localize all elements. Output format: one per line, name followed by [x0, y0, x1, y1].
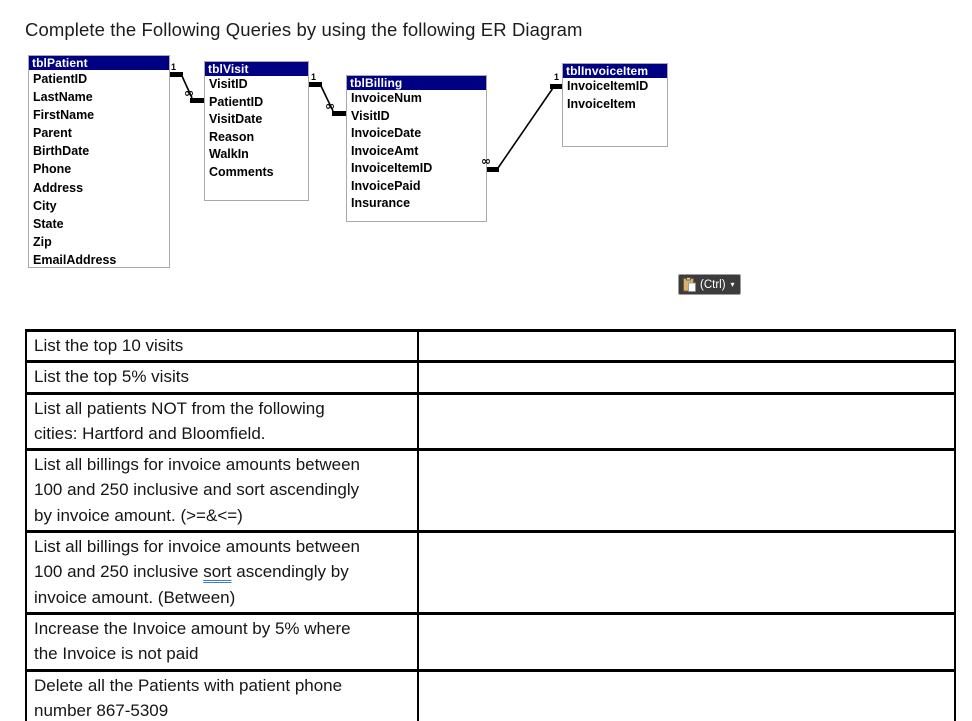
- paste-options-button[interactable]: (Ctrl) ▾: [678, 274, 741, 295]
- table-row: List the top 10 visits: [25, 328, 956, 364]
- query-text-cell[interactable]: List all patients NOT from the following…: [25, 391, 419, 452]
- many-end-bar: [190, 98, 204, 103]
- one-cardinality-label: 1: [171, 62, 176, 72]
- query-text-part: ascendingly by invoice amount. (Between): [34, 562, 349, 607]
- page-title: Complete the Following Queries by using …: [25, 19, 583, 40]
- relationship-line: [320, 85, 334, 112]
- er-field: InvoiceAmt: [351, 143, 419, 158]
- er-field: State: [33, 216, 64, 231]
- query-text-part: List all billings for invoice amounts be…: [34, 537, 361, 582]
- table-row: Increase the Invoice amount by 5% where …: [25, 611, 956, 672]
- query-text-cell[interactable]: List all billings for invoice amounts be…: [25, 530, 419, 615]
- paste-button-label: (Ctrl): [700, 278, 726, 291]
- one-end-bar: [170, 72, 183, 77]
- grammar-underlined-word: sort: [203, 562, 232, 582]
- query-text-cell[interactable]: List the top 5% visits: [25, 360, 419, 395]
- er-field: Comments: [209, 164, 274, 179]
- er-field: VisitID: [351, 108, 390, 123]
- queries-table: List the top 10 visits List the top 5% v…: [25, 328, 956, 721]
- er-field: City: [33, 198, 57, 213]
- table-row: Delete all the Patients with patient pho…: [25, 668, 956, 721]
- er-field: Insurance: [351, 196, 411, 210]
- relationship-line: [181, 75, 193, 99]
- many-cardinality-label: ∞: [325, 99, 335, 113]
- er-field: Parent: [33, 126, 72, 141]
- many-cardinality-label: ∞: [184, 86, 194, 100]
- er-table-tblvisit: tblVisit VisitID PatientID VisitDate Rea…: [204, 61, 309, 201]
- er-field: InvoiceItemID: [567, 79, 649, 93]
- er-table-header: tblInvoiceItem: [563, 64, 667, 78]
- er-field: VisitDate: [209, 112, 263, 126]
- er-table-header: tblBilling: [347, 76, 486, 90]
- one-end-bar: [550, 84, 562, 89]
- answer-cell[interactable]: [417, 328, 956, 364]
- relationship-invoiceitem-billing: ∞ 1: [481, 72, 562, 172]
- table-row: List all billings for invoice amounts be…: [25, 448, 956, 534]
- er-field: VisitID: [209, 77, 248, 91]
- clipboard-icon: [683, 277, 696, 292]
- many-end-bar: [487, 167, 499, 172]
- er-field: WalkIn: [209, 147, 249, 161]
- answer-cell[interactable]: [417, 448, 956, 534]
- query-text-cell[interactable]: List all billings for invoice amounts be…: [25, 448, 419, 534]
- er-table-tblbilling: tblBilling InvoiceNum VisitID InvoiceDat…: [346, 75, 487, 222]
- er-field: InvoicePaid: [351, 178, 421, 193]
- one-cardinality-label: 1: [554, 72, 559, 82]
- er-table-tblpatient: tblPatient PatientID LastName FirstName …: [28, 55, 170, 268]
- answer-cell[interactable]: [417, 530, 956, 615]
- er-field: BirthDate: [33, 144, 90, 159]
- one-end-bar: [309, 82, 322, 87]
- answer-cell[interactable]: [417, 360, 956, 395]
- er-field: InvoiceNum: [351, 91, 422, 105]
- er-field: Address: [33, 180, 84, 195]
- query-text-cell[interactable]: List the top 10 visits: [25, 328, 419, 364]
- er-field: Reason: [209, 129, 255, 144]
- many-end-bar: [332, 111, 346, 116]
- er-field: InvoiceDate: [351, 126, 422, 140]
- er-field: PatientID: [33, 72, 88, 86]
- er-table-header: tblPatient: [29, 56, 169, 70]
- table-row: List all patients NOT from the following…: [25, 391, 956, 452]
- table-row: List the top 5% visits: [25, 360, 956, 395]
- query-text-cell[interactable]: Increase the Invoice amount by 5% where …: [25, 611, 419, 672]
- answer-cell[interactable]: [417, 391, 956, 452]
- relationship-patient-visit: 1 ∞: [170, 62, 204, 103]
- er-field: Zip: [33, 234, 52, 249]
- answer-cell[interactable]: [417, 611, 956, 672]
- er-field: Phone: [33, 162, 72, 177]
- er-field: InvoiceItemID: [351, 161, 433, 175]
- er-field: FirstName: [33, 108, 95, 123]
- er-field: LastName: [33, 90, 93, 105]
- answer-cell[interactable]: [417, 668, 956, 721]
- query-text-cell[interactable]: Delete all the Patients with patient pho…: [25, 668, 419, 721]
- relationship-visit-billing: 1 ∞: [309, 72, 346, 116]
- er-field: EmailAddress: [33, 252, 117, 267]
- er-table-tblinvoiceitem: tblInvoiceItem InvoiceItemID InvoiceItem: [562, 63, 668, 147]
- er-field: InvoiceItem: [567, 96, 636, 111]
- er-field: PatientID: [209, 94, 264, 109]
- one-cardinality-label: 1: [311, 72, 316, 82]
- er-table-header: tblVisit: [205, 62, 308, 76]
- dropdown-arrow-icon[interactable]: ▾: [730, 279, 735, 289]
- relationship-line: [497, 87, 554, 169]
- table-row: List all billings for invoice amounts be…: [25, 530, 956, 615]
